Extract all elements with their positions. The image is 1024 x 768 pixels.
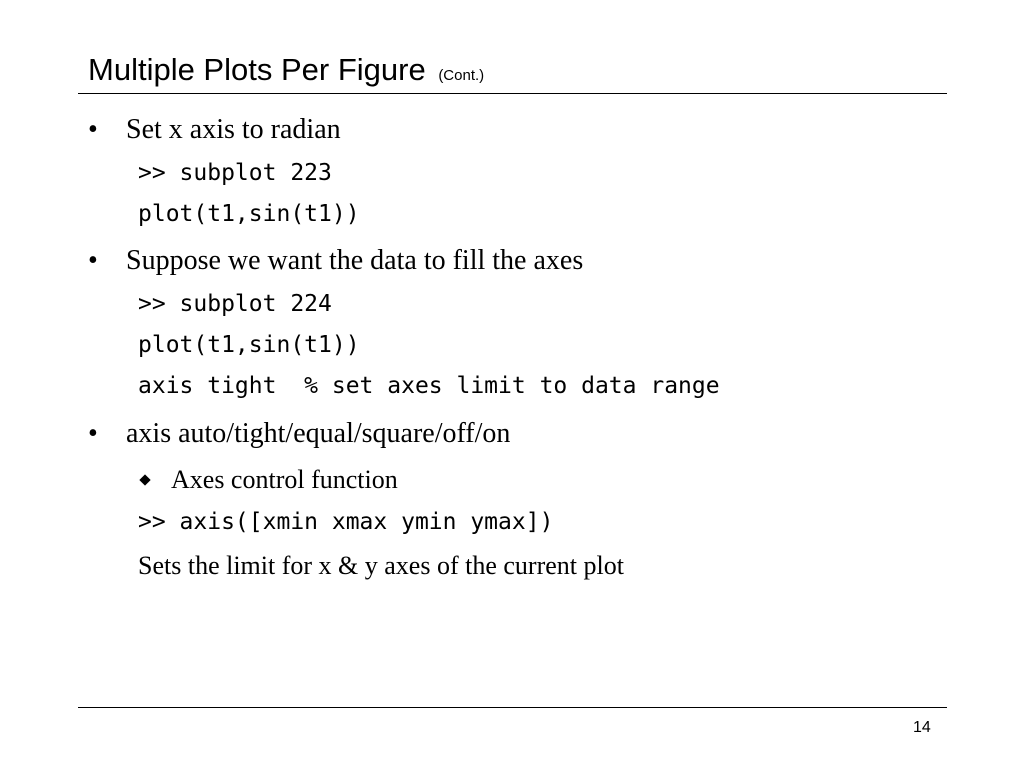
diamond-bullet-icon	[139, 474, 151, 486]
bullet-3-marker: •	[88, 418, 98, 449]
bullet-1-code-2: plot(t1,sin(t1))	[138, 201, 360, 227]
bullet-3-subitem: Axes control function	[171, 465, 398, 494]
bullet-1-text: Set x axis to radian	[126, 114, 341, 145]
page-number: 14	[913, 719, 931, 736]
bullet-1-code-1: >> subplot 223	[138, 160, 332, 186]
footer-divider	[78, 707, 947, 708]
bullet-3-note: Sets the limit for x & y axes of the cur…	[138, 551, 624, 580]
bullet-3-text: axis auto/tight/equal/square/off/on	[126, 418, 511, 449]
bullet-2-code-3: axis tight % set axes limit to data rang…	[138, 373, 720, 399]
bullet-1-marker: •	[88, 114, 98, 145]
slide-title-suffix: (Cont.)	[438, 67, 485, 84]
bullet-3-code-1: >> axis([xmin xmax ymin ymax])	[138, 509, 554, 535]
bullet-2-code-1: >> subplot 224	[138, 291, 332, 317]
title-divider	[78, 93, 947, 94]
slide-title: Multiple Plots Per Figure (Cont.)	[88, 50, 484, 96]
bullet-2-code-2: plot(t1,sin(t1))	[138, 332, 360, 358]
bullet-2-text: Suppose we want the data to fill the axe…	[126, 245, 584, 276]
slide-title-text: Multiple Plots Per Figure	[88, 52, 426, 87]
bullet-2-marker: •	[88, 245, 98, 276]
